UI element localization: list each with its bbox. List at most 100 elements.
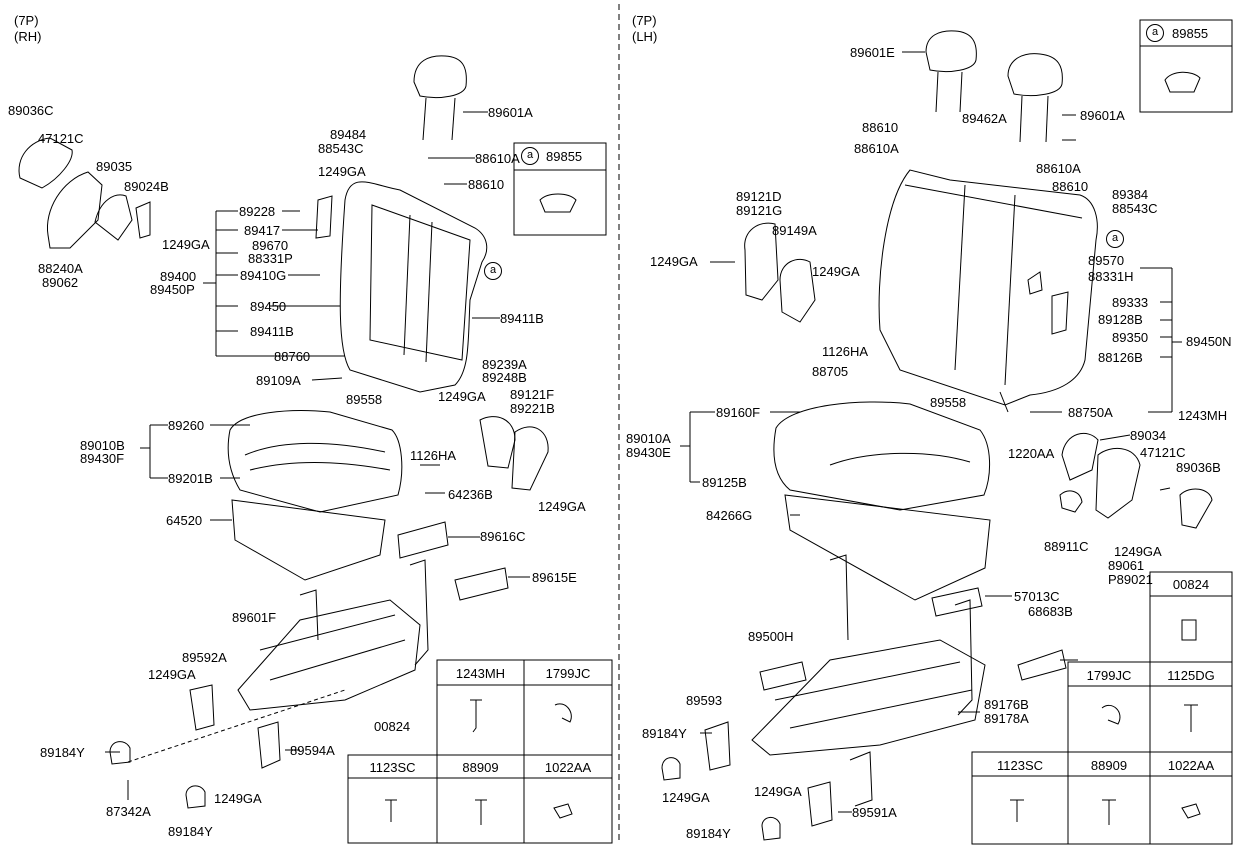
rh-part-label: 64236B [448,487,493,502]
rh-part-label: 89616C [480,529,526,544]
lh-part-label: 1249GA [812,264,860,279]
lh-part-label: 89570 [1088,253,1125,268]
lh-part-label: 1243MH [1178,408,1228,423]
rh-table-header: 88909 [462,760,499,775]
lh-part-label: 88331H [1088,269,1134,284]
lh-part-label: 88610A [854,141,899,156]
lh-table-header: 1123SC [996,758,1043,773]
lh-part-label: 88610 [1052,179,1089,194]
lh-inset-marker: a [1146,24,1164,42]
lh-part-label: 89121G [736,203,783,218]
rh-part-label: 88610 [468,177,505,192]
rh-part-label: 1249GA [214,791,262,806]
lh-part-label: 57013C [1014,589,1060,604]
lh-part-label: 88610 [862,120,899,135]
rh-part-label: 1249GA [438,389,486,404]
rh-part-label: 89558 [346,392,383,407]
rh-part-label: 64520 [166,513,203,528]
lh-part-label: 89384 [1112,187,1149,202]
lh-part-label: 89601E [850,45,895,60]
rh-part-label: 88331P [248,251,293,266]
rh-part-label: 89450 [250,299,287,314]
rh-inset-marker: a [521,147,539,165]
rh-part-label: 89184Y [168,824,213,839]
rh-part-label: 89221B [510,401,555,416]
lh-part-label: 89121D [736,189,782,204]
lh-part-label: 1249GA [650,254,698,269]
rh-part-label: 89201B [168,471,213,486]
lh-part-label: 89462A [962,111,1007,126]
lh-part-label: 89125B [702,475,747,490]
lh-part-label: 89591A [852,805,897,820]
rh-header-line2: (RH) [14,29,42,44]
lh-part-label: 1249GA [662,790,710,805]
lh-side-parts [661,222,1213,841]
lh-reference-balloon: a [1106,230,1124,248]
lh-inset-box [1139,19,1233,113]
rh-seat-cushion [227,410,403,581]
rh-headrest [413,55,467,141]
lh-part-label: 89333 [1112,295,1149,310]
lh-part-label: 89184Y [686,826,731,841]
lh-inset-part-number: 89855 [1172,26,1209,41]
rh-part-label: 89410G [240,268,287,283]
rh-part-label: 89411B [250,324,294,339]
rh-fastener-table [347,659,613,844]
rh-part-label: 1126HA [410,448,457,463]
lh-part-label: 89149A [772,223,817,238]
rh-part-label: 88610A [475,151,520,166]
rh-part-label: 89228 [239,204,276,219]
rh-part-label: 89592A [182,650,227,665]
lh-part-label: 89450N [1186,334,1232,349]
rh-part-label: 1249GA [148,667,196,682]
lh-table-header: 1125DG [1167,668,1215,683]
rh-inset-part-number: 89855 [546,149,583,164]
rh-part-label: 89411B [500,311,544,326]
rh-part-label: 89430F [80,451,125,466]
rh-part-label: 89615E [532,570,577,585]
lh-table-header: 00824 [1172,577,1210,592]
rh-part-label: 89062 [42,275,79,290]
rh-part-label: 89036C [8,103,54,118]
lh-part-label: 88750A [1068,405,1113,420]
rh-inset-part-drawing [539,193,577,213]
lh-part-label: 89184Y [642,726,687,741]
lh-part-label: 89160F [716,405,761,420]
lh-seat-frame [751,554,986,807]
lh-table-header: 1799JC [1086,668,1132,683]
rh-part-label: 89239A [482,357,527,372]
rh-part-label: 88240A [38,261,83,276]
rh-seat-back [339,181,488,393]
rh-part-label: 89417 [244,223,281,238]
lh-part-label: 89601A [1080,108,1125,123]
lh-leader-lines [680,51,1182,813]
rh-part-label: 1249GA [162,237,210,252]
lh-part-label: 89036B [1176,460,1221,475]
rh-part-label: 89010B [80,438,125,453]
lh-part-label: 89128B [1098,312,1143,327]
lh-headrest-left [925,30,977,113]
lh-seat-back [878,169,1098,406]
rh-table-header: 1022AA [544,760,592,775]
rh-part-label: 1249GA [538,499,586,514]
rh-table-header: 1243MH [455,666,506,681]
rh-side-parts [18,137,549,809]
lh-part-label: 89176B [984,697,1029,712]
lh-part-label: 1220AA [1008,446,1055,461]
rh-part-label: 89024B [124,179,169,194]
rh-reference-balloon: a [484,262,502,280]
rh-part-label: 87342A [106,804,151,819]
lh-part-label: 89593 [686,693,723,708]
rh-part-label: 89109A [256,373,301,388]
lh-part-label: 88610A [1036,161,1081,176]
rh-part-label: 89121F [510,387,555,402]
rh-part-label: 88760 [274,349,311,364]
rh-leader-lines [105,111,530,800]
rh-part-label: 89184Y [40,745,85,760]
rh-part-label: 89670 [252,238,289,253]
lh-table-header: 1022AA [1167,758,1215,773]
lh-part-label: 68683B [1028,604,1073,619]
lh-part-label: 1249GA [754,784,802,799]
lh-part-label: 1249GA [1114,544,1162,559]
